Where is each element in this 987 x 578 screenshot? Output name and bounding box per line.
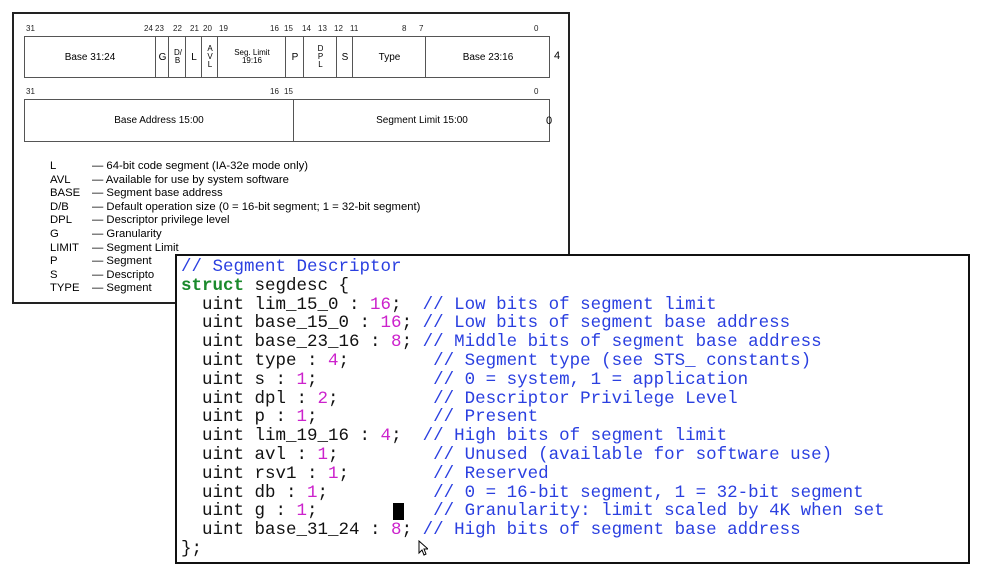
bit-number: 31 (26, 87, 35, 96)
bit-number: 0 (534, 24, 539, 33)
bit-number: 16 (270, 24, 279, 33)
code-struct-line: struct segdesc { (181, 275, 350, 296)
field-seg-limit-19-16: Seg. Limit 19:16 (217, 37, 286, 77)
legend-item: AVL— Available for use by system softwar… (50, 173, 289, 186)
code-field-line: uint lim_15_0 : 16; // Low bits of segme… (181, 294, 717, 315)
bit-number: 24 (144, 24, 153, 33)
bit-number: 8 (402, 24, 407, 33)
bit-number: 16 (270, 87, 279, 96)
field-avl: A V L (201, 37, 218, 77)
legend-item: L— 64-bit code segment (IA-32e mode only… (50, 160, 309, 172)
legend-item: LIMIT— Segment Limit (50, 241, 179, 254)
row-offset-label: 4 (554, 50, 561, 62)
code-field-line: uint type : 4; // Segment type (see STS_… (181, 350, 812, 371)
segment-descriptor-diagram: 31 24 23 22 21 20 19 16 15 14 13 12 11 8… (12, 12, 570, 304)
legend-item: BASE— Segment base address (50, 187, 223, 200)
bit-number: 0 (534, 87, 539, 96)
legend-item: D/B— Default operation size (0 = 16-bit … (50, 200, 421, 213)
code-field-line: uint db : 1; // 0 = 16-bit segment, 1 = … (181, 482, 864, 503)
field-db: D/B (168, 37, 186, 77)
field-s: S (336, 37, 353, 77)
field-legend: L— 64-bit code segment (IA-32e mode only… (50, 160, 420, 296)
code-editor-panel[interactable]: // Segment Descriptor struct segdesc { u… (175, 254, 970, 564)
struct-keyword: struct (181, 275, 245, 296)
field-segment-limit-15-00: Segment Limit 15:00 (293, 100, 550, 141)
code-field-line: uint lim_19_16 : 4; // High bits of segm… (181, 426, 728, 447)
field-l: L (185, 37, 202, 77)
row4-bit-numbers: 31 24 23 22 21 20 19 16 15 14 13 12 11 8… (14, 24, 554, 34)
legend-item: G— Granularity (50, 227, 162, 240)
bit-number: 11 (350, 24, 359, 33)
field-base-address-15-00: Base Address 15:00 (114, 115, 204, 126)
bit-number: 12 (334, 24, 343, 33)
text-cursor (393, 503, 404, 520)
bit-number: 15 (284, 24, 293, 33)
field-p: P (285, 37, 304, 77)
field-g: G (155, 37, 169, 77)
code-field-line: uint g : 1; // Granularity: limit scaled… (181, 501, 885, 522)
mouse-pointer-icon (418, 540, 428, 556)
bit-number: 21 (190, 24, 199, 33)
bit-number: 7 (419, 24, 424, 33)
bit-number: 22 (173, 24, 182, 33)
legend-item: P— Segment (50, 255, 152, 268)
bit-number: 15 (284, 87, 293, 96)
bit-number: 31 (26, 24, 35, 33)
legend-item: DPL— Descriptor privilege level (50, 214, 230, 227)
code-field-line: uint base_15_0 : 16; // Low bits of segm… (181, 313, 791, 334)
bit-number: 19 (219, 24, 228, 33)
descriptor-row-offset-0: Base Address 15:00 Segment Limit 15:00 (24, 99, 550, 142)
row0-bit-numbers: 31 16 15 0 (14, 87, 554, 97)
code-field-line: uint dpl : 2; // Descriptor Privilege Le… (181, 388, 738, 409)
code-field-line: uint s : 1; // 0 = system, 1 = applicati… (181, 369, 749, 390)
legend-item: TYPE— Segment (50, 282, 152, 295)
code-field-line: uint avl : 1; // Unused (available for s… (181, 444, 833, 465)
field-type: Type (352, 37, 426, 77)
bit-number: 13 (318, 24, 327, 33)
descriptor-row-offset-4: Base 31:24 G D/B L A V L Seg. Limit 19:1… (24, 36, 550, 78)
row-offset-label: 0 (546, 115, 553, 127)
code-comment-header: // Segment Descriptor (181, 257, 402, 277)
bit-number: 14 (302, 24, 311, 33)
field-base-31-24: Base 31:24 (64, 51, 116, 63)
legend-item: S— Descripto (50, 268, 155, 281)
code-field-line: uint base_23_16 : 8; // Middle bits of s… (181, 332, 822, 353)
code-field-line: uint base_31_24 : 8; // High bits of seg… (181, 520, 801, 541)
bit-number: 23 (155, 24, 164, 33)
code-closing-brace: }; (181, 538, 203, 559)
code-field-line: uint p : 1; // Present (181, 407, 539, 428)
bit-number: 20 (203, 24, 212, 33)
field-base-23-16: Base 23:16 (425, 37, 550, 77)
field-dpl: D P L (303, 37, 337, 77)
code-field-line: uint rsv1 : 1; // Reserved (181, 463, 549, 484)
